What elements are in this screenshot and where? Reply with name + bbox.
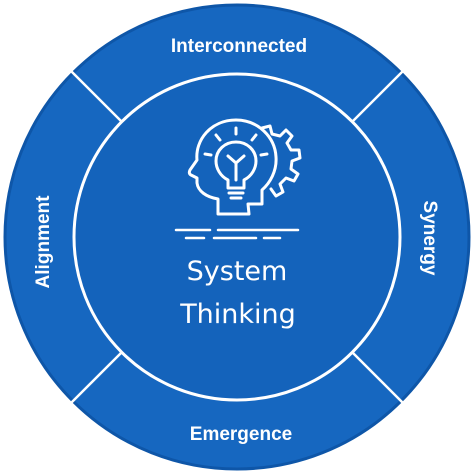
head-outline-icon [187,118,278,216]
center-title-line1: System [187,256,288,287]
gear-icon [260,124,302,198]
segment-label-left: Alignment [33,195,54,289]
center-title-line2: Thinking [179,299,296,330]
decorative-underline [174,228,300,240]
divider-bottom-right [351,351,404,404]
ring-dividers [70,70,404,404]
divider-top-left [70,70,123,123]
segment-label-right: Synergy [419,201,440,276]
head-lightbulb-gear-icon [187,118,302,216]
segment-label-top: Interconnected [171,36,307,57]
lightbulb-icon [214,140,258,190]
segment-label-bottom: Emergence [190,424,292,445]
divider-top-right [351,70,404,123]
divider-bottom-left [70,351,123,404]
